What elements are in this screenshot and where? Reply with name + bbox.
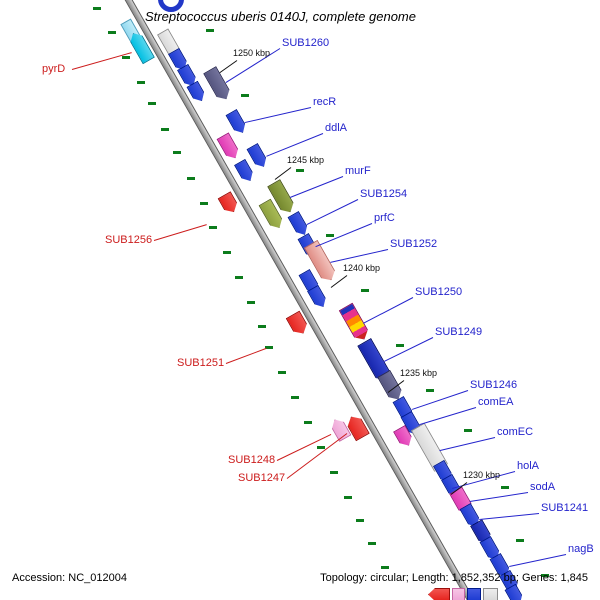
- minor-feature-tick: [396, 344, 404, 347]
- minor-feature-tick: [93, 7, 101, 10]
- leader-line: [244, 107, 312, 123]
- gene-glyph-partial[interactable]: [467, 588, 481, 600]
- gene-glyph[interactable]: [234, 158, 256, 184]
- gene-label-nagB[interactable]: nagB: [568, 543, 594, 555]
- position-label-1240-kbp: 1240 kbp: [343, 263, 381, 273]
- partial-circle-glyph: [158, 0, 184, 12]
- genome-axis: [117, 0, 481, 600]
- gene-label-SUB1248[interactable]: SUB1248: [228, 454, 276, 466]
- minor-feature-tick: [426, 389, 434, 392]
- leader-line: [362, 297, 414, 324]
- leader-line: [383, 337, 434, 362]
- sequence-title: Streptococcus uberis 0140J, complete gen…: [145, 9, 416, 24]
- position-tick-line: [219, 60, 238, 73]
- minor-feature-tick: [108, 31, 116, 34]
- minor-feature-tick: [209, 226, 217, 229]
- gene-glyph-SUB1250[interactable]: [339, 303, 372, 344]
- minor-feature-tick: [291, 396, 299, 399]
- leader-line: [225, 348, 267, 364]
- leader-line: [265, 133, 324, 157]
- gene-glyph-SUB1260[interactable]: [203, 66, 233, 103]
- minor-feature-tick: [258, 325, 266, 328]
- minor-feature-tick: [161, 128, 169, 131]
- minor-feature-tick: [356, 519, 364, 522]
- leader-line: [289, 176, 344, 198]
- minor-feature-tick: [122, 56, 130, 59]
- position-label-1230-kbp: 1230 kbp: [463, 470, 501, 480]
- minor-feature-tick: [137, 81, 145, 84]
- position-tick-line: [330, 275, 348, 288]
- gene-label-murF[interactable]: murF: [345, 165, 371, 177]
- gene-label-SUB1250[interactable]: SUB1250: [415, 286, 463, 298]
- leader-line: [153, 224, 208, 241]
- minor-feature-tick: [278, 371, 286, 374]
- gene-label-SUB1260[interactable]: SUB1260: [282, 37, 330, 49]
- position-label-1250-kbp: 1250 kbp: [233, 48, 271, 58]
- gene-label-pyrD[interactable]: pyrD: [42, 63, 66, 75]
- leader-line: [478, 513, 540, 520]
- minor-feature-tick: [241, 94, 249, 97]
- gene-label-SUB1241[interactable]: SUB1241: [541, 502, 589, 514]
- minor-feature-tick: [187, 177, 195, 180]
- minor-feature-tick: [223, 251, 231, 254]
- gene-label-SUB1252[interactable]: SUB1252: [390, 238, 438, 250]
- gene-label-comEC[interactable]: comEC: [497, 426, 534, 438]
- minor-feature-tick: [265, 346, 273, 349]
- gene-glyph-partial[interactable]: [483, 588, 498, 600]
- minor-feature-tick: [361, 289, 369, 292]
- minor-feature-tick: [206, 29, 214, 32]
- gene-label-comEA[interactable]: comEA: [478, 396, 514, 408]
- leader-line: [329, 249, 389, 263]
- minor-feature-tick: [326, 234, 334, 237]
- minor-feature-tick: [200, 202, 208, 205]
- position-label-1235-kbp: 1235 kbp: [400, 368, 438, 378]
- minor-feature-tick: [330, 471, 338, 474]
- minor-feature-tick: [317, 446, 325, 449]
- gene-label-SUB1256[interactable]: SUB1256: [105, 234, 153, 246]
- minor-feature-tick: [235, 276, 243, 279]
- accession-text: Accession: NC_012004: [12, 572, 127, 584]
- gene-glyph-partial[interactable]: [428, 588, 450, 600]
- leader-line: [439, 437, 496, 451]
- genome-info-text: Topology: circular; Length: 1,852,352 bp…: [320, 572, 588, 584]
- minor-feature-tick: [516, 539, 524, 542]
- position-label-1245-kbp: 1245 kbp: [287, 155, 325, 165]
- minor-feature-tick: [296, 169, 304, 172]
- gene-glyph-partial[interactable]: [452, 588, 465, 600]
- gene-label-SUB1249[interactable]: SUB1249: [435, 326, 483, 338]
- leader-line: [411, 390, 469, 410]
- minor-feature-tick: [173, 151, 181, 154]
- minor-feature-tick: [501, 486, 509, 489]
- gene-label-recR[interactable]: recR: [313, 96, 337, 108]
- gene-label-ddlA[interactable]: ddlA: [325, 122, 348, 134]
- minor-feature-tick: [247, 301, 255, 304]
- gene-label-holA[interactable]: holA: [517, 460, 540, 472]
- minor-feature-tick: [381, 566, 389, 569]
- leader-line: [419, 407, 477, 425]
- gene-label-SUB1251[interactable]: SUB1251: [177, 357, 225, 369]
- gene-label-SUB1254[interactable]: SUB1254: [360, 188, 408, 200]
- leader-line: [306, 199, 359, 225]
- minor-feature-tick: [368, 542, 376, 545]
- leader-line: [508, 554, 567, 567]
- position-tick-line: [274, 167, 292, 180]
- minor-feature-tick: [148, 102, 156, 105]
- minor-feature-tick: [344, 496, 352, 499]
- leader-line: [469, 492, 529, 502]
- gene-label-sodA[interactable]: sodA: [530, 481, 556, 493]
- minor-feature-tick: [541, 574, 549, 577]
- minor-feature-tick: [304, 421, 312, 424]
- leader-line: [71, 52, 133, 70]
- gene-label-SUB1246[interactable]: SUB1246: [470, 379, 518, 391]
- gene-label-SUB1247[interactable]: SUB1247: [238, 472, 286, 484]
- gene-label-prfC[interactable]: prfC: [374, 212, 395, 224]
- leader-line: [315, 223, 373, 247]
- minor-feature-tick: [464, 429, 472, 432]
